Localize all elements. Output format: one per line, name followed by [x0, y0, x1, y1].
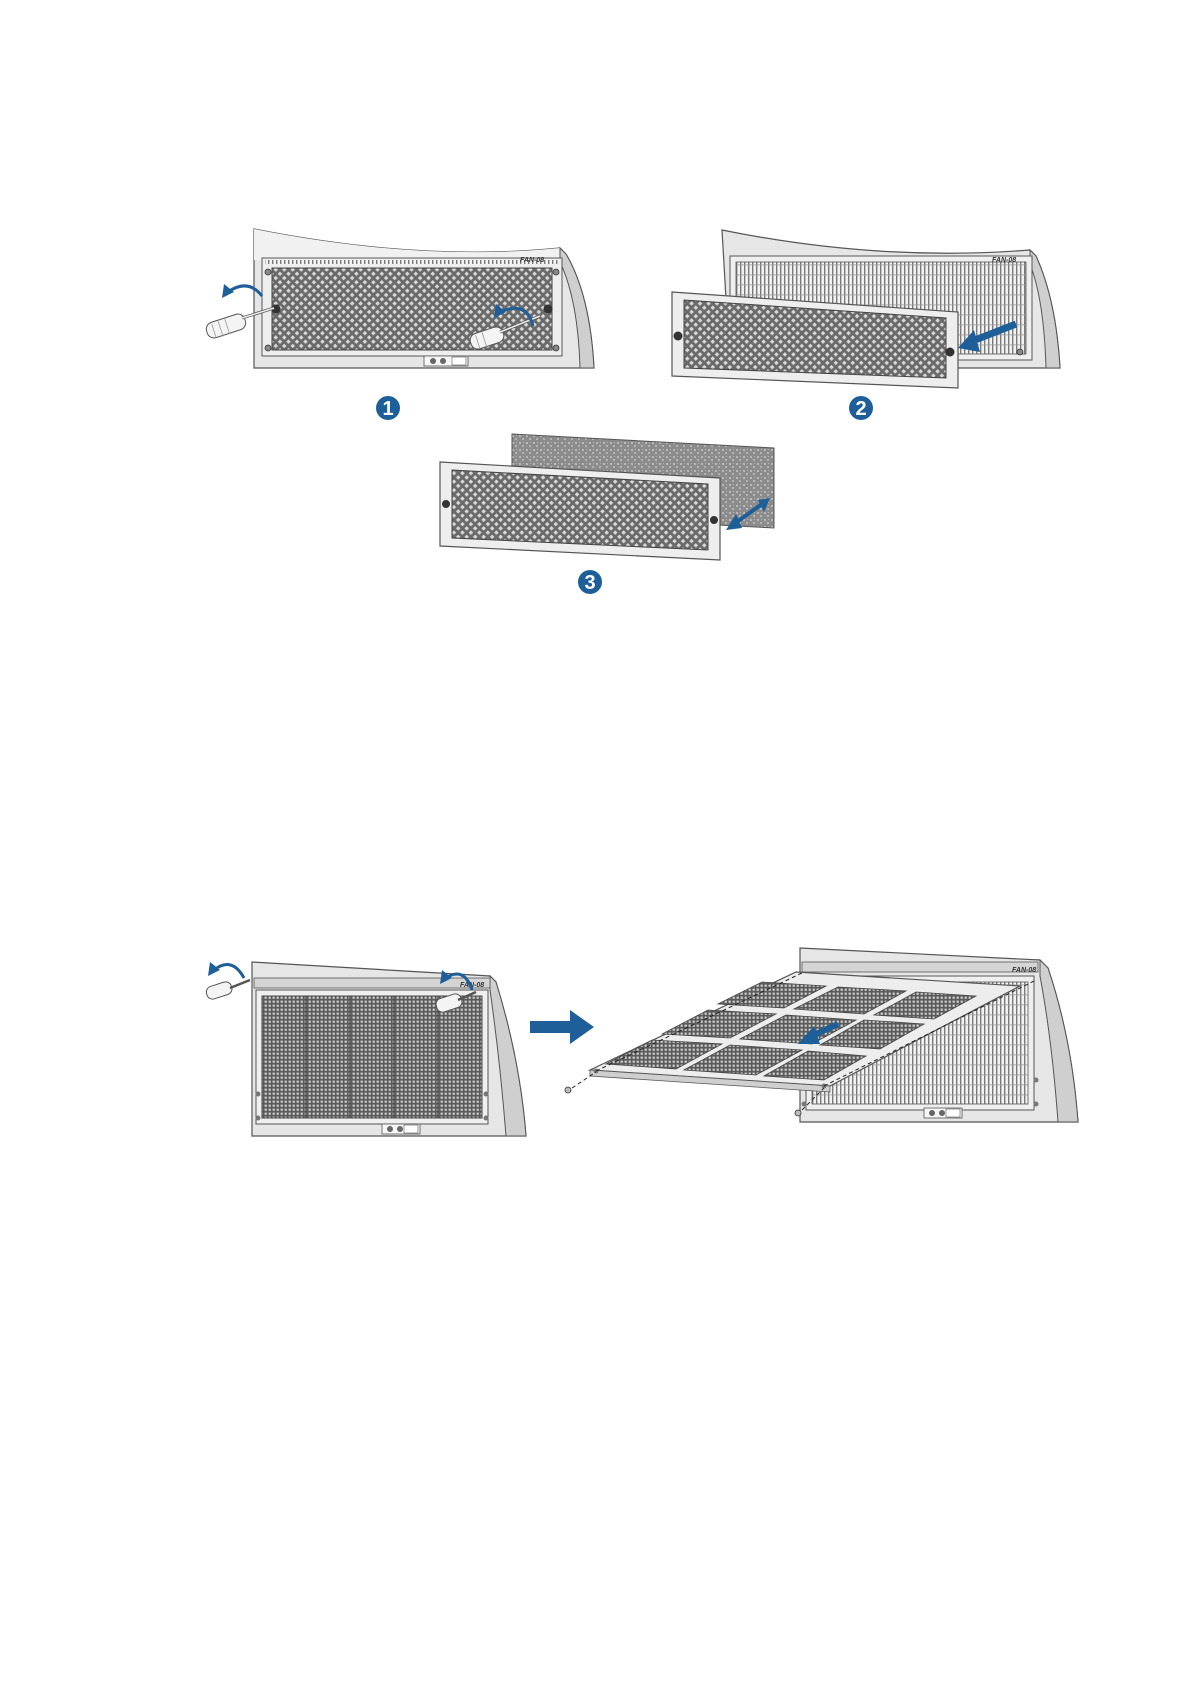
step-2-badge: 2: [849, 396, 873, 420]
screwdriver-bottom-left: [205, 980, 250, 1001]
rotate-arrow-bottom-left-icon: [214, 965, 244, 978]
transition-arrow-icon: [530, 1010, 594, 1044]
brand-label-bottom-right: FAN-08: [1012, 967, 1036, 974]
rotate-arrowhead-bottom-left-icon: [208, 962, 220, 976]
bottom-figure: FAN-08: [205, 948, 1078, 1136]
large-chassis-closed: FAN-08: [252, 962, 526, 1136]
step-3-filter-frame: [440, 462, 720, 560]
step-3-number: 3: [584, 572, 595, 594]
screw-left-icon: [565, 1087, 571, 1093]
top-figure: FAN-08 1: [205, 229, 1060, 594]
step-2-number: 2: [855, 398, 866, 420]
step-1-badge: 1: [376, 396, 400, 420]
rotate-arrowhead-left-icon: [222, 284, 234, 298]
brand-label-step2: FAN-08: [992, 257, 1016, 264]
step-1-number: 1: [382, 398, 393, 420]
step-1-chassis: FAN-08: [254, 229, 594, 368]
step-3-badge: 3: [578, 570, 602, 594]
screw-right-icon: [795, 1110, 801, 1116]
brand-label-step1: FAN-08: [520, 257, 544, 264]
